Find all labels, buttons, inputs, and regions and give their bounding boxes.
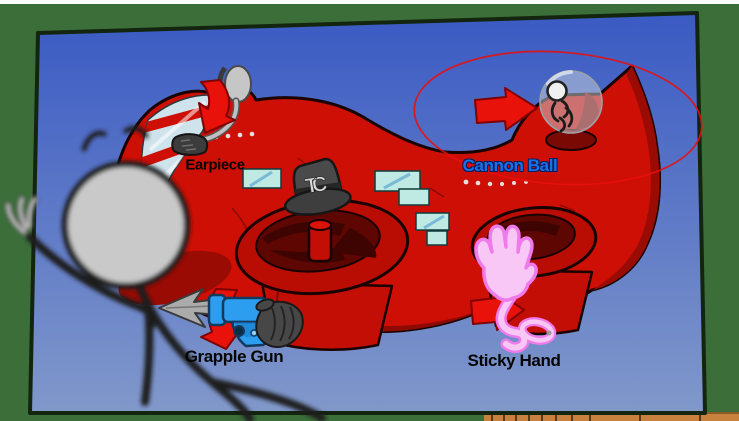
henry-eyebrows: [81, 125, 149, 152]
ship-windows: [242, 168, 450, 246]
henry-hand: [4, 195, 39, 236]
item-label-grapple-gun[interactable]: Grapple Gun: [184, 347, 284, 366]
item-label-sticky-hand[interactable]: Sticky Hand: [467, 351, 561, 370]
henry-head: [61, 160, 191, 290]
item-label-earpiece[interactable]: Earpiece: [185, 156, 245, 174]
item-label-cannon-ball[interactable]: Cannon Ball: [462, 156, 558, 175]
cannonball-dome-icon[interactable]: [539, 70, 603, 151]
cannonball-arrow-icon[interactable]: [474, 87, 538, 131]
sticky-hand-icon[interactable]: [470, 224, 557, 354]
tc-tophat-icon: TC: [283, 157, 352, 216]
top-white-strip: [0, 0, 739, 4]
rivet-dots: [213, 131, 528, 187]
curled-stickman-icon: [546, 80, 574, 133]
earpiece-arrow-icon[interactable]: [198, 79, 236, 134]
henry-stickmin-figure: [4, 125, 326, 421]
grapple-gun-icon[interactable]: [158, 288, 304, 350]
highlight-ellipse: [413, 50, 703, 186]
sticky-hand-palm: [474, 224, 538, 302]
glove-icon: [255, 298, 304, 348]
